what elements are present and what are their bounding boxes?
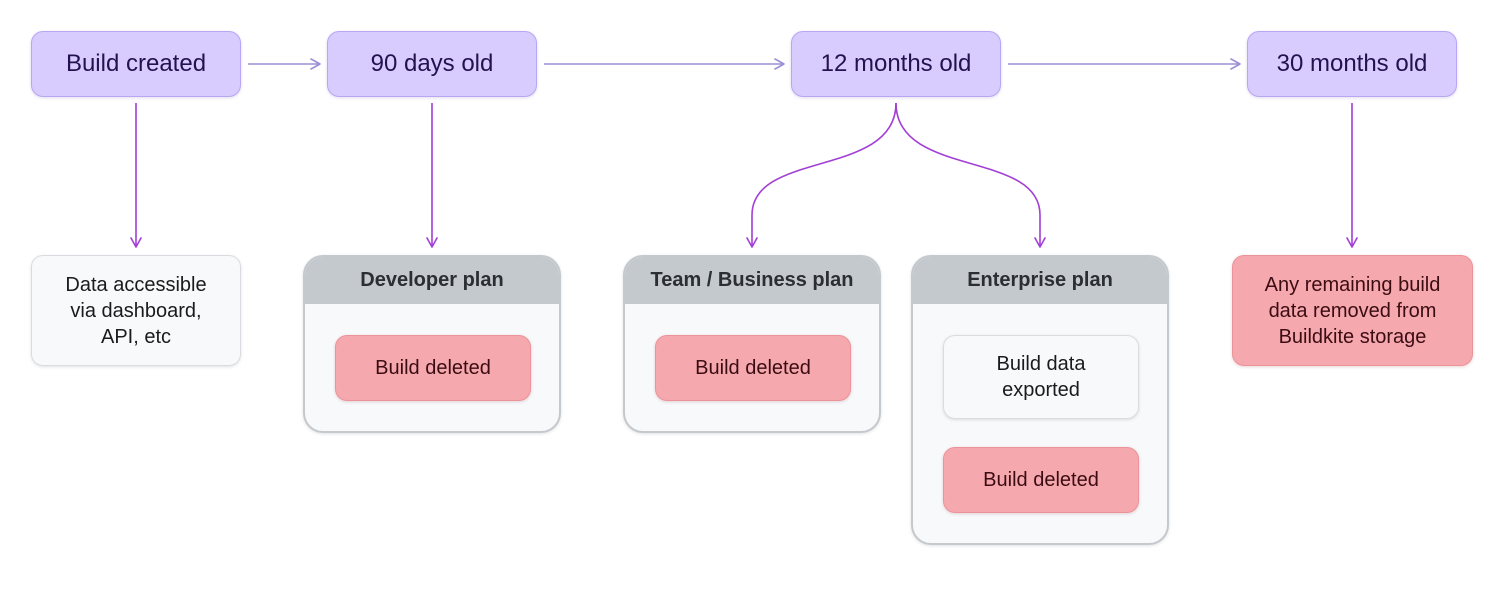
result-label: Build deleted [375, 357, 491, 379]
export-line: exported [1002, 379, 1080, 401]
plan-title: Team / Business plan [625, 257, 879, 304]
build-deleted-box: Build deleted [655, 335, 851, 401]
outcome-line: Data accessible [65, 273, 207, 296]
stage-90-days-old: 90 days old [327, 31, 537, 97]
plan-title: Developer plan [305, 257, 559, 304]
result-label: Build deleted [695, 357, 811, 379]
plan-title: Enterprise plan [913, 257, 1167, 304]
outcome-data-removed: Any remaining build data removed from Bu… [1232, 255, 1473, 366]
stage-label: Build created [65, 50, 207, 77]
arrow-12months-to-team [746, 102, 897, 248]
outcome-line: Buildkite storage [1278, 325, 1427, 348]
stage-12-months-old: 12 months old [791, 31, 1001, 97]
plan-developer: Developer plan Build deleted [303, 255, 561, 433]
outcome-line: Any remaining build [1264, 273, 1441, 296]
outcome-line: via dashboard, [70, 299, 202, 322]
arrow-12months-to-enterprise [895, 102, 1046, 248]
stage-label: 30 months old [1276, 50, 1428, 77]
outcome-line: data removed from [1268, 299, 1437, 322]
stage-label: 90 days old [370, 50, 494, 77]
stage-label: 12 months old [820, 50, 972, 77]
outcome-data-accessible: Data accessible via dashboard, API, etc [31, 255, 241, 366]
stage-30-months-old: 30 months old [1247, 31, 1457, 97]
stage-build-created: Build created [31, 31, 241, 97]
plan-team-business: Team / Business plan Build deleted [623, 255, 881, 433]
plan-enterprise: Enterprise plan Build data exported Buil… [911, 255, 1169, 545]
result-label: Build deleted [983, 469, 1099, 491]
build-deleted-box: Build deleted [335, 335, 531, 401]
outcome-line: API, etc [100, 325, 172, 348]
build-deleted-box: Build deleted [943, 447, 1139, 513]
build-data-exported-box: Build data exported [943, 335, 1139, 419]
export-line: Build data [996, 353, 1086, 375]
